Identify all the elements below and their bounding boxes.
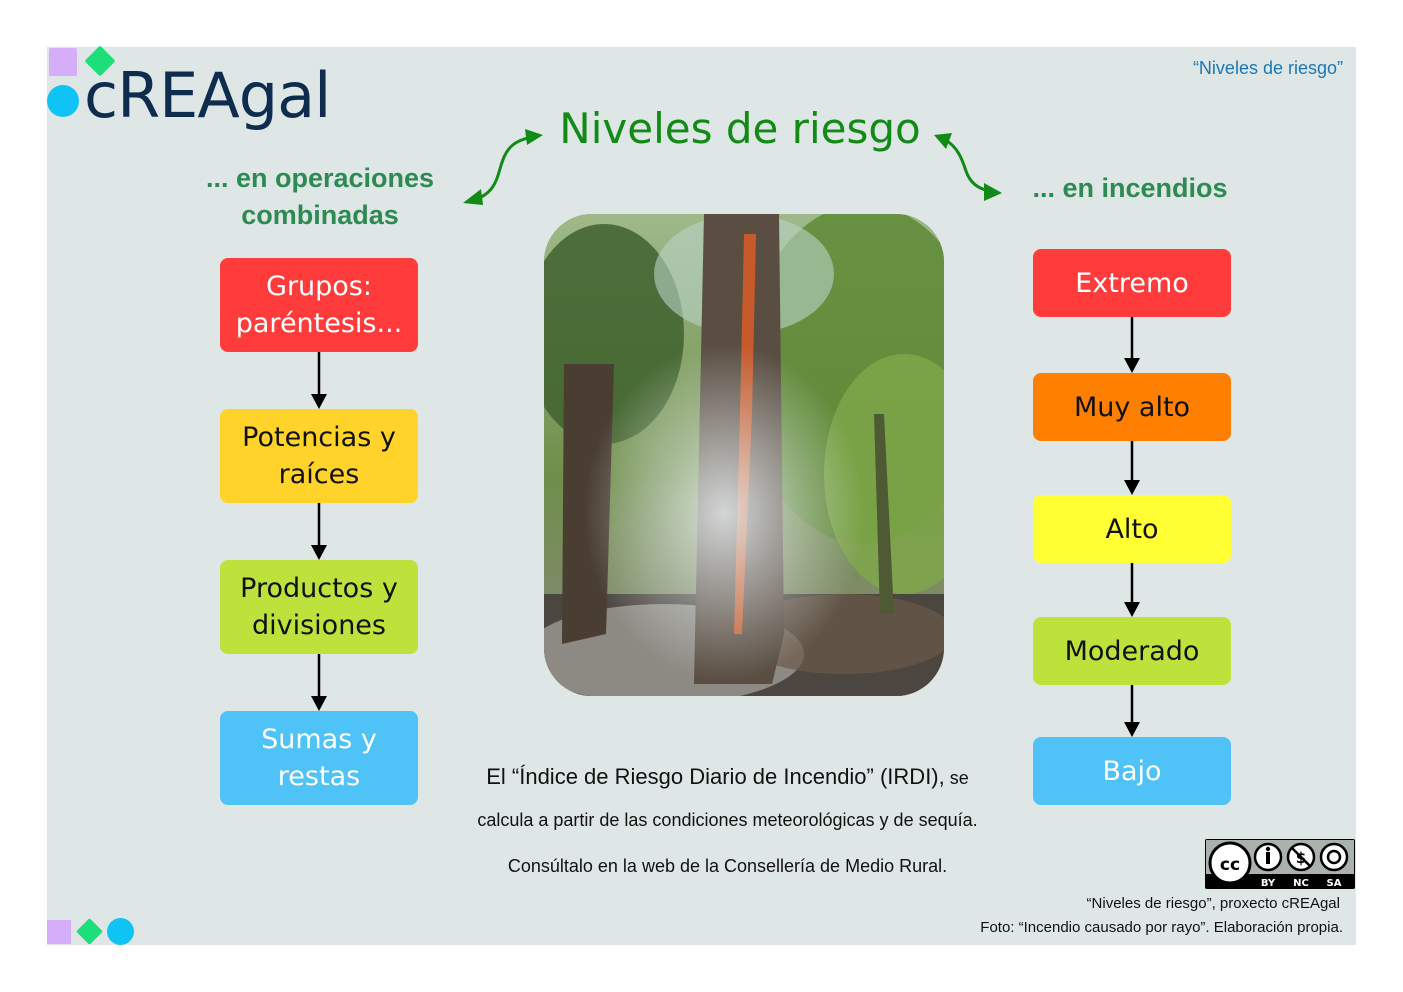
svg-text:cc: cc (1220, 855, 1240, 875)
logo-text: cREAgal (84, 59, 331, 132)
credit-line-2: Foto: “Incendio causado por rayo”. Elabo… (980, 919, 1343, 936)
box-line: Sumas y (261, 724, 377, 755)
page-title: Niveles de riesgo (559, 104, 921, 153)
operation-box-grupos: Grupos: paréntesis... (220, 258, 418, 352)
arrow-down-icon (1124, 317, 1140, 373)
arrow-down-icon (311, 654, 327, 711)
box-line: Productos y (240, 573, 398, 604)
operation-box-potencias: Potencias y raíces (220, 409, 418, 503)
box-line: raíces (278, 459, 360, 490)
forest-fire-photo (544, 214, 944, 696)
risk-label: Bajo (1102, 755, 1162, 787)
arrow-down-icon (1124, 685, 1140, 737)
arrow-down-icon (1124, 563, 1140, 617)
risk-label: Extremo (1075, 267, 1189, 299)
description-line-3: Consúltalo en la web de la Consellería d… (507, 856, 948, 876)
cc-license-badge: cc $ BY NC SA (1205, 839, 1355, 889)
footer-circle-icon (107, 918, 134, 945)
description-small: se (944, 768, 969, 788)
logo-circle-icon (47, 85, 79, 117)
footer-square-icon (47, 920, 71, 944)
description-line-2: calcula a partir de las condiciones mete… (477, 810, 978, 830)
double-arrow-left-icon (463, 129, 543, 205)
box-line: restas (277, 761, 361, 792)
box-line: Grupos: (266, 271, 372, 302)
double-arrow-right-icon (934, 133, 1002, 201)
left-column-heading: ... en operaciones combinadas (180, 160, 460, 234)
logo-square-icon (49, 48, 77, 76)
box-line: divisiones (251, 610, 386, 641)
right-column-heading: ... en incendios (1032, 173, 1228, 203)
risk-level-alto: Alto (1033, 495, 1231, 563)
box-line: Potencias y (242, 422, 396, 453)
description-line-1: El “Índice de Riesgo Diario de Incendio”… (440, 764, 1015, 790)
left-heading-line-1: ... en operaciones (205, 163, 435, 193)
operation-box-productos: Productos y divisiones (220, 560, 418, 654)
arrow-down-icon (1124, 441, 1140, 495)
risk-level-extremo: Extremo (1033, 249, 1231, 317)
risk-label: Alto (1105, 513, 1159, 545)
license-sa: SA (1327, 878, 1342, 889)
license-nc: NC (1293, 878, 1309, 889)
operation-box-sumas: Sumas y restas (220, 711, 418, 805)
risk-label: Muy alto (1073, 391, 1191, 423)
header-tag: “Niveles de riesgo” (1192, 58, 1343, 78)
box-line: paréntesis... (235, 308, 403, 339)
arrow-down-icon (311, 352, 327, 409)
arrow-down-icon (311, 503, 327, 560)
risk-level-bajo: Bajo (1033, 737, 1231, 805)
description-main: El “Índice de Riesgo Diario de Incendio”… (486, 764, 945, 789)
credit-line-1: “Niveles de riesgo”, proxecto cREAgal (1086, 895, 1340, 912)
risk-level-muy-alto: Muy alto (1033, 373, 1231, 441)
left-heading-line-2: combinadas (241, 200, 399, 230)
risk-label: Moderado (1064, 635, 1200, 667)
license-by: BY (1261, 878, 1276, 889)
risk-level-moderado: Moderado (1033, 617, 1231, 685)
